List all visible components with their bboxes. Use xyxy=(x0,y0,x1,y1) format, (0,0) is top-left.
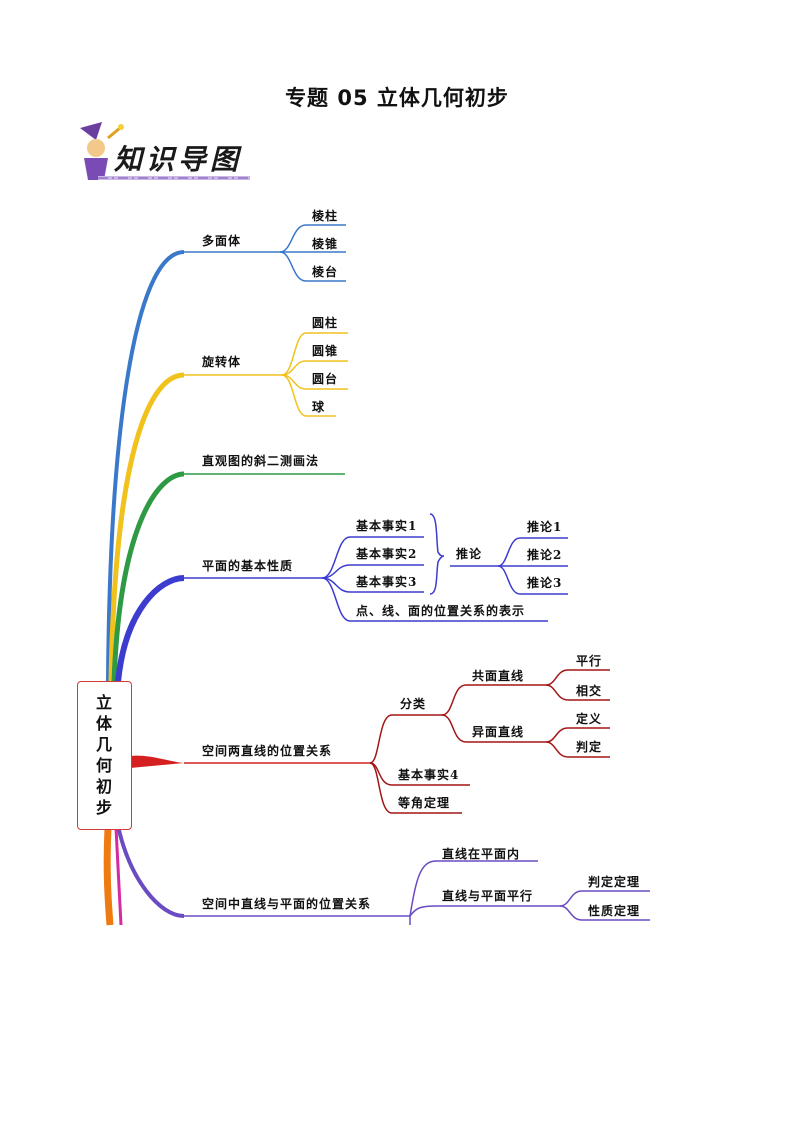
node-pyramid: 棱锥 xyxy=(312,237,339,251)
page-title: 专题 05 立体几何初步 xyxy=(285,86,509,110)
branch-plane-properties: 平面的基本性质 xyxy=(202,559,294,573)
node-classify: 分类 xyxy=(400,697,427,711)
node-frustum: 棱台 xyxy=(312,265,339,279)
node-line-parallel-plane: 直线与平面平行 xyxy=(442,889,534,903)
node-equal-angle-theorem: 等角定理 xyxy=(398,796,451,810)
node-property-theorem: 性质定理 xyxy=(588,904,641,918)
node-fact-2: 基本事实2 xyxy=(356,547,418,561)
trunk-revolution xyxy=(108,372,185,683)
knowledge-map-banner xyxy=(80,122,250,180)
node-line-in-plane: 直线在平面内 xyxy=(442,847,521,861)
node-corollary: 推论 xyxy=(456,547,483,561)
trunk-plane xyxy=(115,575,185,683)
node-parallel: 平行 xyxy=(576,654,603,668)
node-cone: 圆锥 xyxy=(312,344,339,358)
trunk-magenta xyxy=(114,827,123,926)
banner-label: 知识导图 xyxy=(114,143,243,176)
node-representation: 点、线、面的位置关系的表示 xyxy=(356,604,526,618)
root-node xyxy=(77,681,132,830)
node-coplanar-lines: 共面直线 xyxy=(472,669,525,683)
node-fact-1: 基本事实1 xyxy=(356,519,418,533)
branch-two-lines: 空间两直线的位置关系 xyxy=(202,744,333,758)
trunk-orange xyxy=(103,827,114,926)
node-determination: 判定 xyxy=(576,740,603,754)
trunk-two-lines xyxy=(130,755,184,768)
node-cylinder: 圆柱 xyxy=(312,316,339,330)
node-corollary-3: 推论3 xyxy=(527,576,563,590)
trunk-polyhedron xyxy=(106,250,185,683)
trunk-line-plane xyxy=(116,825,185,918)
node-prism: 棱柱 xyxy=(312,209,339,223)
root-label: 立体几何初步 xyxy=(95,693,112,817)
node-fact-4: 基本事实4 xyxy=(398,768,460,782)
branch-polyhedron: 多面体 xyxy=(202,234,242,248)
node-skew-lines: 异面直线 xyxy=(472,725,525,739)
node-definition: 定义 xyxy=(576,712,603,726)
wizard-mascot-icon xyxy=(80,122,124,180)
branch-line-plane: 空间中直线与平面的位置关系 xyxy=(202,897,372,911)
node-corollary-2: 推论2 xyxy=(527,548,563,562)
node-corollary-1: 推论1 xyxy=(527,520,563,534)
node-fact-3: 基本事实3 xyxy=(356,575,418,589)
node-intersect: 相交 xyxy=(576,684,603,698)
node-frustum-cone: 圆台 xyxy=(312,372,339,386)
branch-solid-of-revolution: 旋转体 xyxy=(202,355,242,369)
branch-oblique-drawing: 直观图的斜二测画法 xyxy=(202,454,320,468)
trunk-oblique xyxy=(111,471,185,683)
node-determination-theorem: 判定定理 xyxy=(588,875,641,889)
node-sphere: 球 xyxy=(312,400,326,414)
